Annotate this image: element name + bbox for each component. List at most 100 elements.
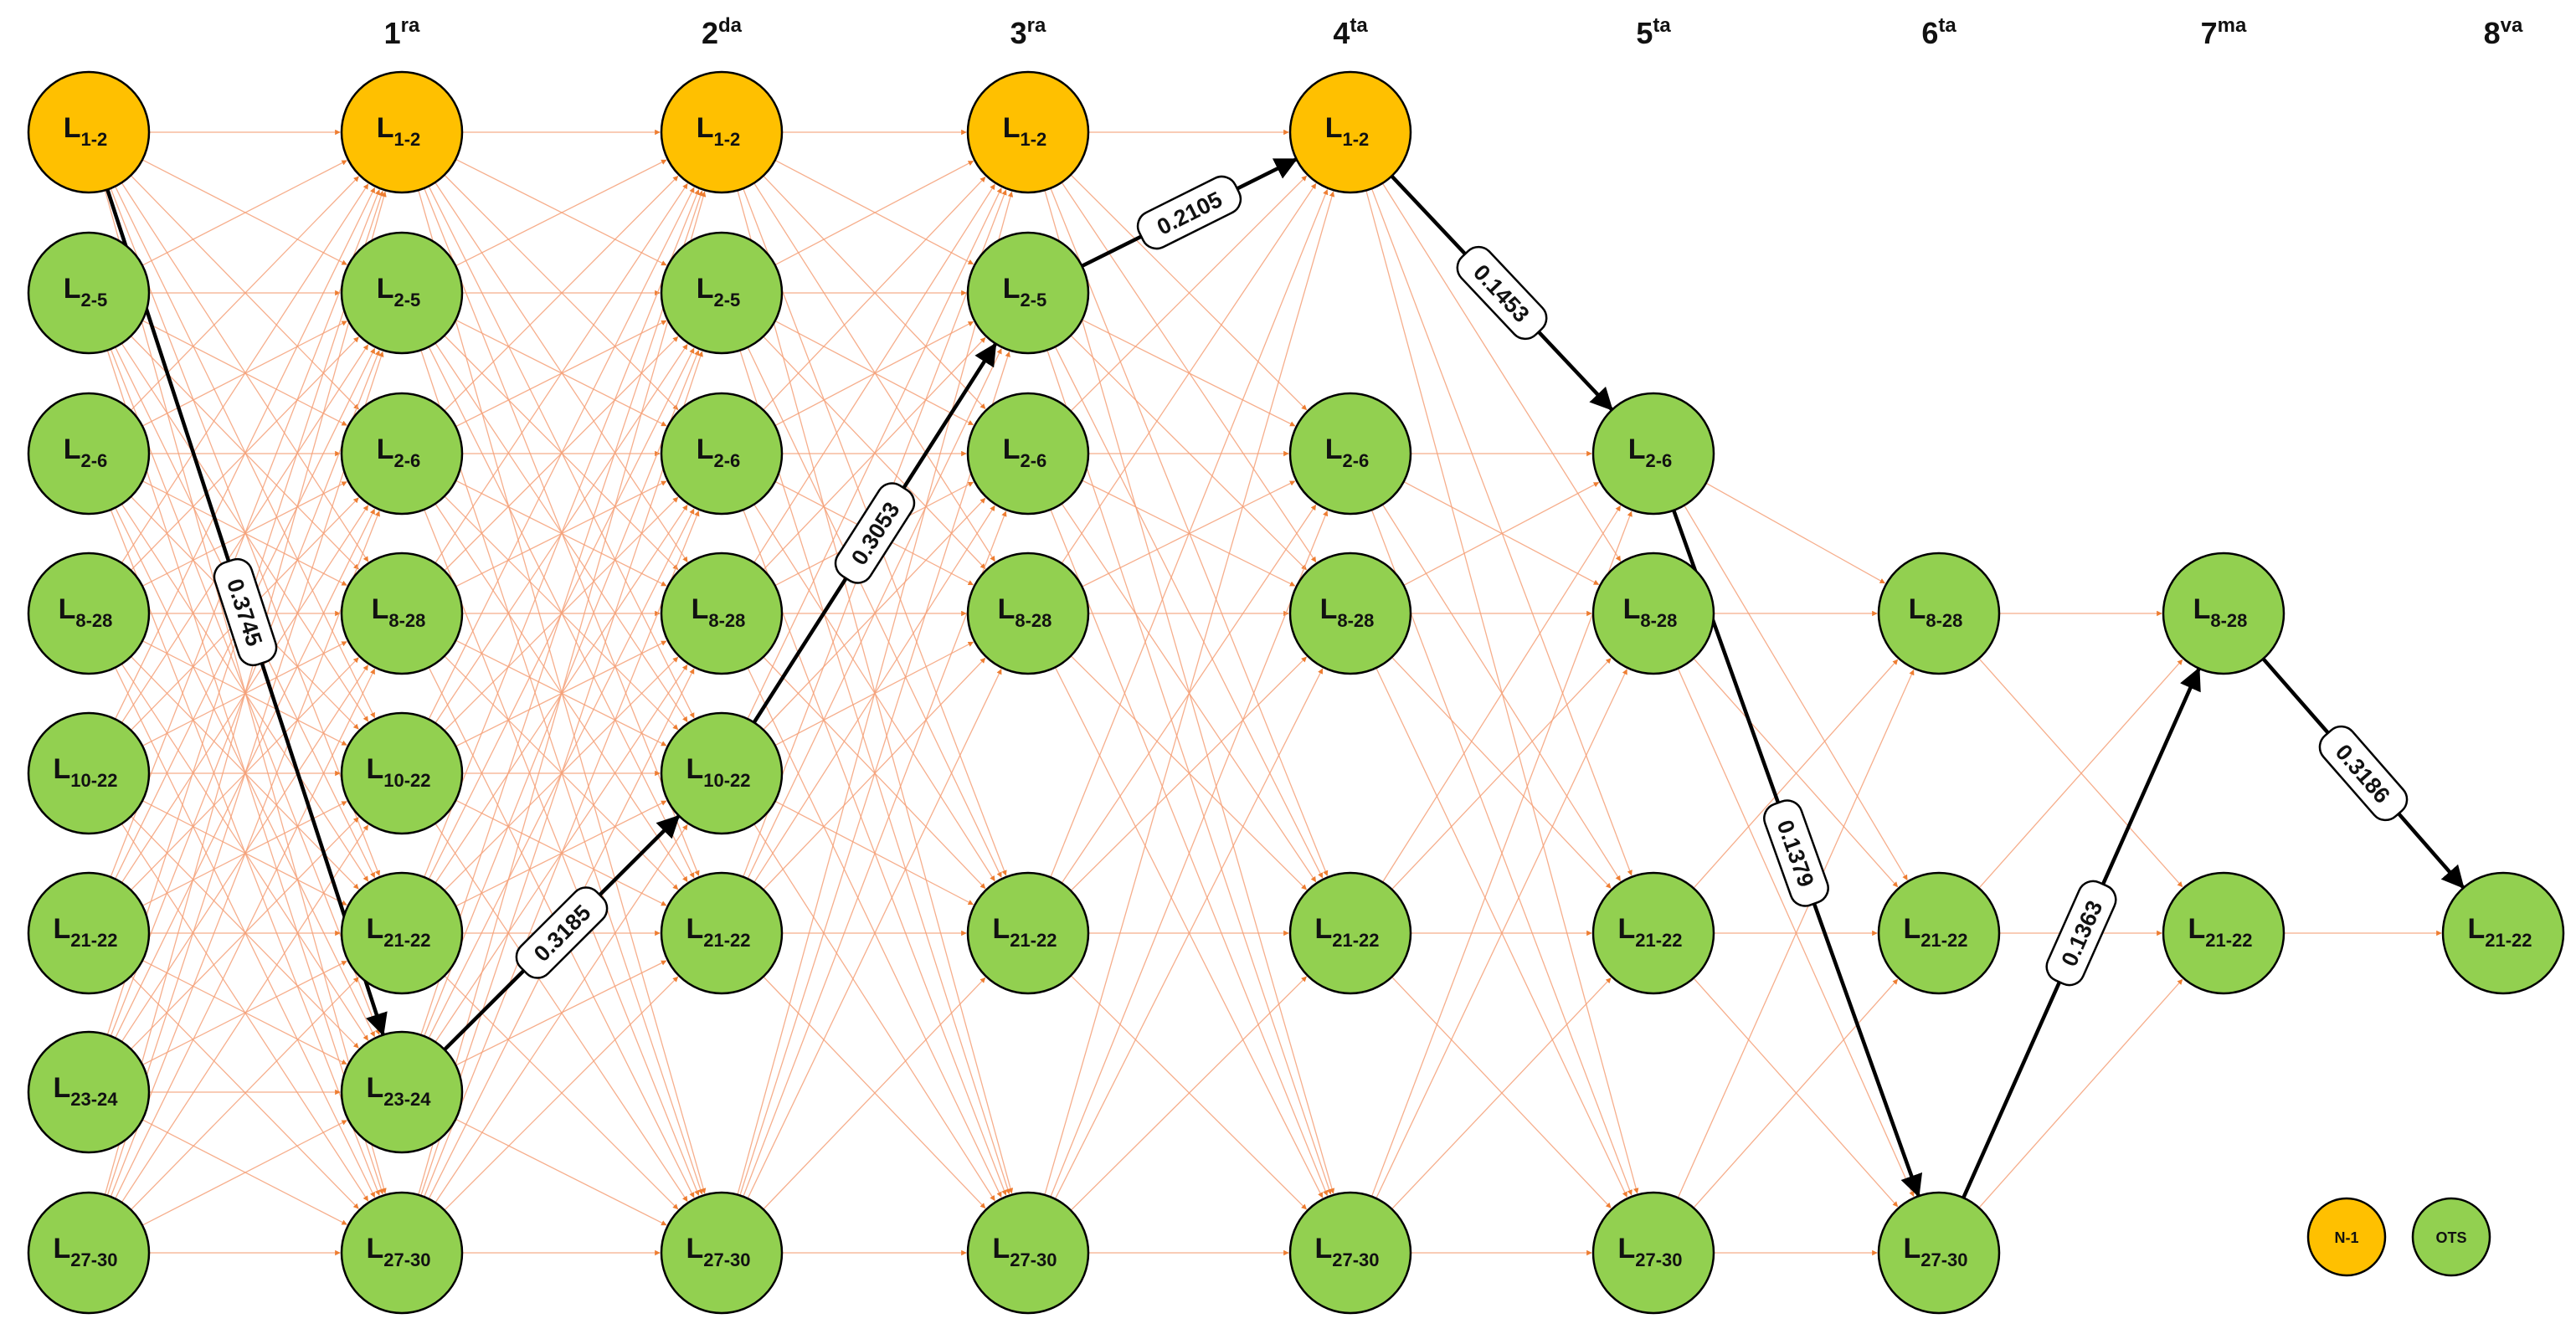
transition-edge	[444, 335, 679, 571]
transition-edge	[1705, 482, 1885, 584]
node-label: L8-28	[59, 593, 113, 631]
transition-edge	[763, 175, 986, 409]
transition-edge	[141, 160, 347, 266]
node-label: L21-22	[2188, 913, 2252, 951]
node-label: L10-22	[366, 753, 430, 791]
line-node: L27-30	[1591, 1191, 1715, 1315]
legend-label: OTS	[2435, 1229, 2466, 1246]
node-label: L21-22	[1314, 913, 1379, 951]
transition-edge	[141, 1120, 347, 1226]
transition-edge	[455, 799, 667, 906]
transition-edge	[1054, 346, 1324, 879]
node-label: L2-6	[1628, 434, 1673, 471]
line-node: L2-6	[340, 392, 464, 516]
line-node: L27-30	[27, 1191, 151, 1315]
transition-edge	[434, 183, 688, 564]
transition-edge	[1391, 976, 1612, 1208]
transition-edge	[106, 351, 384, 1196]
transition-edge	[747, 348, 1002, 880]
transition-edge	[141, 800, 347, 906]
node-label: L2-6	[377, 434, 421, 471]
transition-edge	[753, 823, 995, 1202]
stage-label: 6ta	[1921, 14, 1956, 50]
transition-edge	[444, 174, 679, 410]
transition-edge	[424, 511, 700, 1198]
transition-edge	[444, 975, 679, 1210]
node-label: L27-30	[992, 1233, 1057, 1270]
transition-edge	[774, 320, 974, 426]
transition-edge	[1370, 511, 1632, 1197]
line-node: L23-24	[340, 1030, 464, 1154]
transition-edge	[444, 655, 679, 890]
transition-edges	[104, 129, 2463, 1256]
transition-edge	[1070, 976, 1307, 1211]
node-label: L21-22	[992, 913, 1057, 951]
line-node: L2-5	[660, 231, 784, 355]
legend-swatch	[2306, 1197, 2387, 1277]
line-node: L8-28	[340, 552, 464, 675]
node-label: L8-28	[372, 593, 426, 631]
transition-edge	[424, 189, 700, 878]
node-label: L2-6	[1003, 434, 1047, 471]
transition-edge	[428, 186, 695, 719]
legend-label: N-1	[2334, 1229, 2358, 1246]
transition-edge	[121, 824, 369, 1203]
transition-edge	[763, 977, 986, 1210]
transition-edge	[1978, 978, 2183, 1208]
line-node: L21-22	[966, 871, 1090, 995]
legend-item-ots: OTS	[2411, 1197, 2491, 1277]
node-label: L2-5	[64, 273, 108, 310]
transition-edge	[774, 160, 974, 266]
path-weight: 0.3745	[213, 557, 278, 667]
transition-edge	[1370, 188, 1632, 876]
line-node: L8-28	[2162, 552, 2285, 675]
transition-edge	[1070, 335, 1307, 571]
transition-edge	[1978, 658, 2183, 888]
line-node: L10-22	[27, 711, 151, 835]
transition-edge	[1046, 350, 1332, 1195]
transition-edge	[747, 667, 1002, 1198]
transition-edge	[1070, 656, 1307, 891]
line-nodes: L1-2L2-5L2-6L8-28L10-22L21-22L23-24L27-3…	[27, 70, 2565, 1315]
transition-edge	[115, 668, 376, 1199]
node-label: L1-2	[64, 112, 108, 150]
node-label: L21-22	[1903, 913, 1967, 951]
legend-item-n1: N-1	[2306, 1197, 2387, 1277]
line-node: L10-22	[340, 711, 464, 835]
transition-edge	[1693, 977, 1899, 1208]
transition-edge	[1050, 187, 1329, 876]
transition-edge	[1365, 190, 1639, 1194]
transition-edge	[1677, 670, 1915, 1198]
line-node: L27-30	[660, 1191, 784, 1315]
transition-edge	[753, 183, 995, 563]
node-label: L21-22	[366, 913, 430, 951]
node-label: L1-2	[377, 112, 421, 150]
transition-edge	[1391, 656, 1612, 889]
transition-edge	[739, 351, 1010, 1196]
line-node: L27-30	[966, 1191, 1090, 1315]
legend: N-1 OTS	[2306, 1197, 2491, 1277]
transition-edge	[141, 1119, 347, 1225]
path-weight: 0.2105	[1136, 175, 1242, 250]
node-label: L8-28	[1909, 593, 1963, 631]
transition-edge	[1050, 509, 1329, 1197]
transition-edge	[455, 1118, 667, 1226]
line-node: L10-22	[660, 711, 784, 835]
transition-edge	[110, 511, 380, 1198]
transition-edge	[420, 351, 703, 1196]
transition-edge	[1693, 658, 1899, 888]
line-node: L8-28	[966, 552, 1090, 675]
transition-edge	[455, 960, 667, 1066]
stage-label: 1ra	[384, 14, 420, 50]
transition-edge	[1391, 977, 1612, 1210]
line-node: L21-22	[660, 871, 784, 995]
transition-edge	[121, 182, 369, 562]
transition-edge	[141, 960, 347, 1065]
stage-label: 8va	[2484, 14, 2523, 50]
transition-edge	[1044, 191, 1335, 1195]
transition-edge	[1061, 182, 1317, 563]
transition-edge	[434, 824, 688, 1203]
line-node: L2-5	[966, 231, 1090, 355]
node-label: L1-2	[1325, 112, 1370, 150]
